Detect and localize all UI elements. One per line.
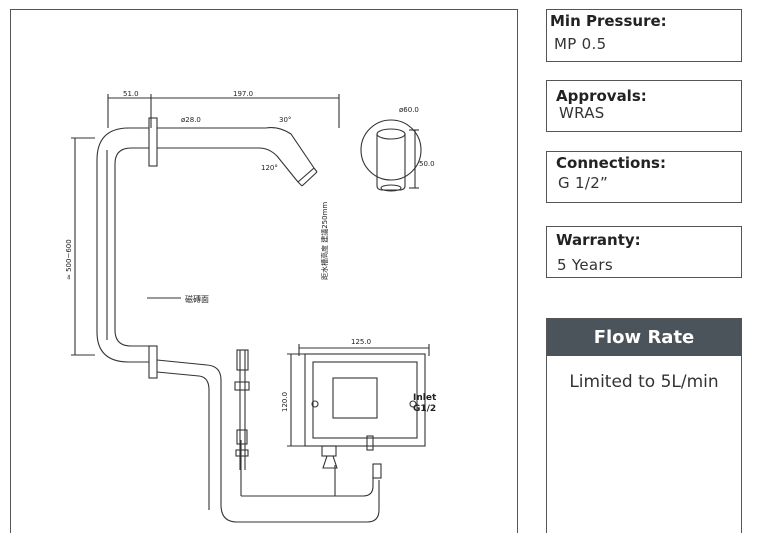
dim-50: 50.0 xyxy=(419,160,435,168)
wall-label: 磁磚面 xyxy=(185,294,209,304)
warranty-value: 5 Years xyxy=(557,256,613,274)
connections-box: Connections: G 1/2” xyxy=(546,151,742,203)
dim-phi28: ø28.0 xyxy=(181,116,201,124)
approvals-box: Approvals: WRAS xyxy=(546,80,742,132)
tap-technical-drawing: 51.0 197.0 ø28.0 30° 120° ø60.0 50.0 ≈ 5… xyxy=(65,90,437,523)
dim-51: 51.0 xyxy=(123,90,139,98)
flow-rate-title: Flow Rate xyxy=(547,319,741,356)
dim-30-degrees: 30° xyxy=(279,116,291,124)
warranty-box: Warranty: 5 Years xyxy=(546,226,742,278)
connections-label: Connections: xyxy=(556,154,666,172)
dim-125: 125.0 xyxy=(351,338,371,346)
flow-rate-value: Limited to 5L/min xyxy=(569,372,719,392)
connections-value: G 1/2” xyxy=(558,174,609,192)
approvals-value: WRAS xyxy=(559,104,605,122)
flow-rate-panel: Flow Rate Limited to 5L/min xyxy=(546,318,742,533)
dim-120: 120.0 xyxy=(281,392,289,412)
dim-height: ≈ 500~600 xyxy=(65,239,73,280)
technical-drawing-frame: 51.0 197.0 ø28.0 30° 120° ø60.0 50.0 ≈ 5… xyxy=(10,9,518,533)
dim-197: 197.0 xyxy=(233,90,253,98)
inlet-label: Inlet xyxy=(413,393,437,403)
inlet-size: G1/2 xyxy=(413,404,436,414)
dim-phi60: ø60.0 xyxy=(399,106,419,114)
sink-height-note: 距水槽高度 建議250mm xyxy=(320,202,329,280)
min-pressure-label: Min Pressure: xyxy=(550,12,667,30)
min-pressure-value: MP 0.5 xyxy=(554,35,607,53)
warranty-label: Warranty: xyxy=(556,231,641,249)
approvals-label: Approvals: xyxy=(556,87,647,105)
min-pressure-box: Min Pressure: MP 0.5 xyxy=(546,9,742,62)
dim-120-degrees: 120° xyxy=(261,164,278,172)
